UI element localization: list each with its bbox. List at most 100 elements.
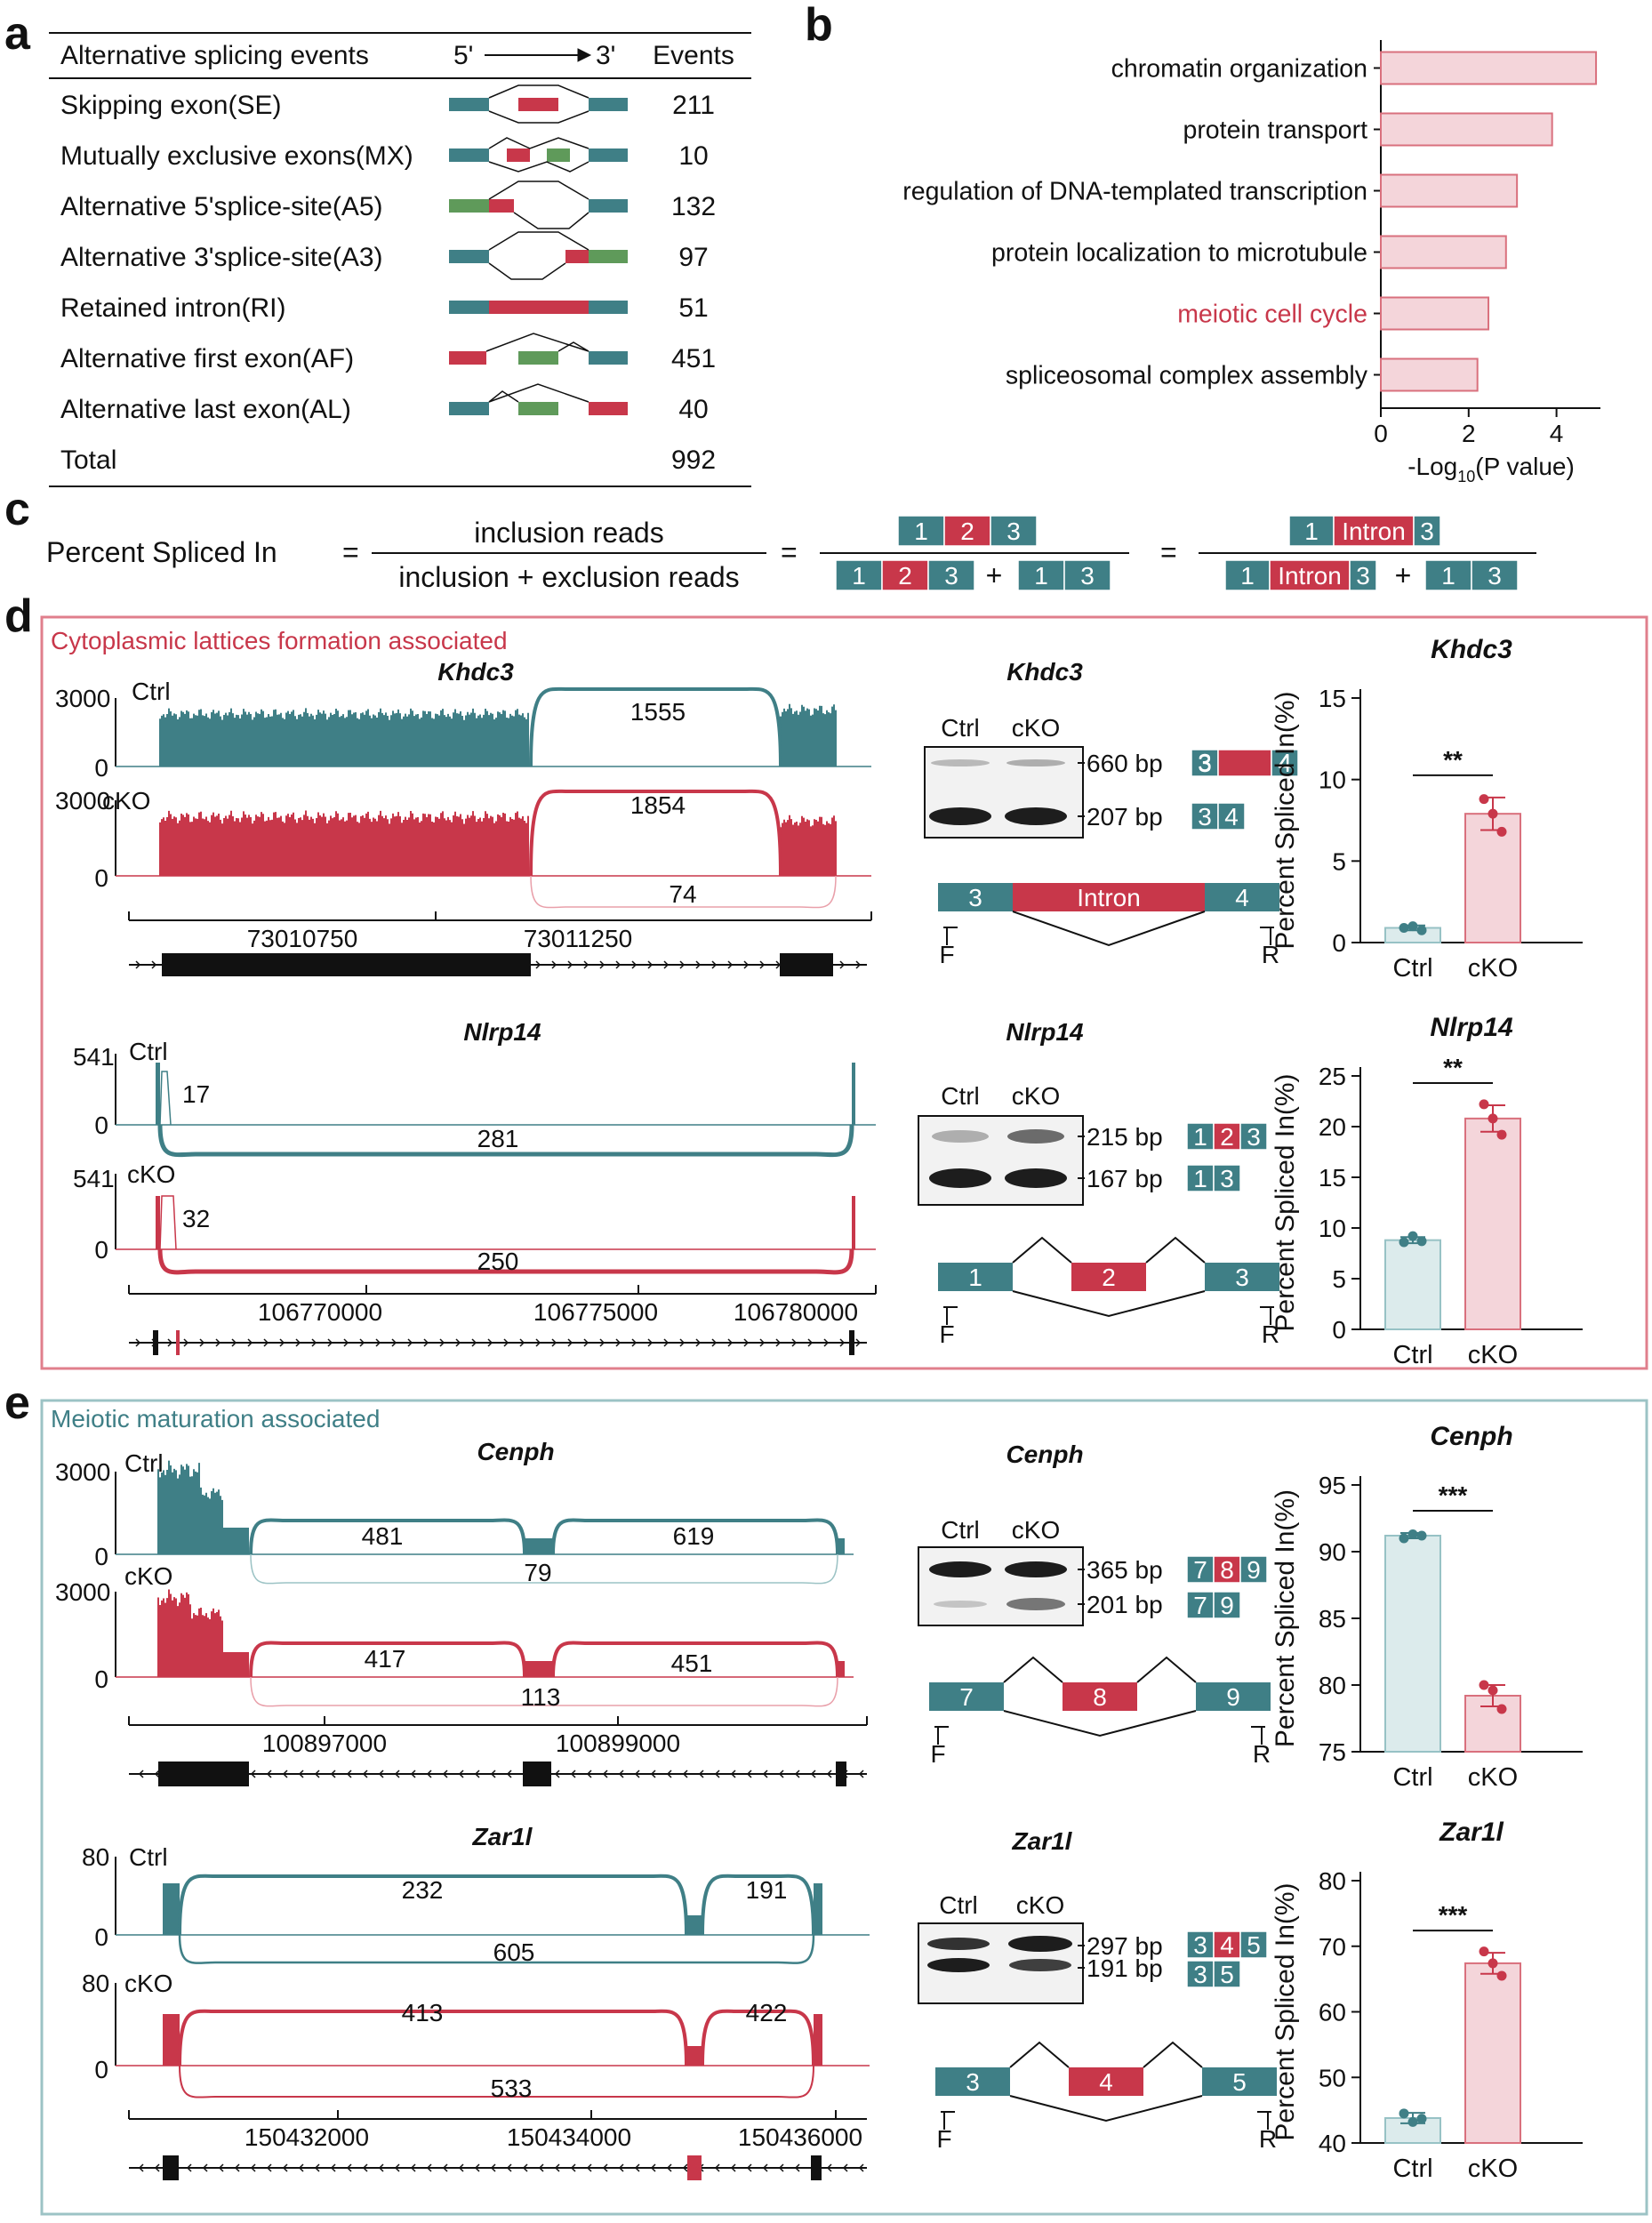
c-num3-2 — [1413, 515, 1441, 547]
band-exon-label: 4 — [1220, 1931, 1234, 1959]
gel-lane: cKO — [1012, 1082, 1060, 1110]
ctrl-coverage — [163, 1883, 180, 1935]
cko-junction-count: 113 — [521, 1683, 561, 1711]
gene-model-arrow — [154, 1770, 160, 1778]
panel-d-title: Cytoplasmic lattices formation associate… — [51, 627, 508, 654]
cko-junction-count: 32 — [182, 1205, 210, 1232]
band-exon-label: 3 — [1220, 1165, 1234, 1192]
gene-model-arrow — [631, 960, 638, 969]
gene-model-arrow — [666, 2163, 672, 2172]
band-exon-label: 4 — [1224, 803, 1239, 831]
ctrl-junction-2 — [701, 1874, 815, 1936]
gel-band — [929, 1561, 991, 1577]
band-exon-label: 3 — [1247, 1123, 1261, 1151]
gene-model-arrow — [618, 2163, 624, 2172]
gel-size-label: 660 bp — [1087, 750, 1163, 777]
ctrl-junction-skip — [178, 1934, 815, 1964]
gene-model-arrow — [855, 960, 862, 969]
ctrl-coverage-block — [525, 1538, 553, 1554]
psi-y-tick-label: 5 — [1332, 1265, 1346, 1293]
psi-point — [1399, 2108, 1409, 2119]
gene-model-arrow — [663, 1338, 670, 1347]
gene-model-arrow — [202, 2163, 208, 2172]
primer-exon — [1202, 2067, 1277, 2096]
exon-const — [589, 351, 628, 365]
cko-coverage — [814, 2014, 822, 2066]
primer-splice-top — [1003, 1656, 1063, 1683]
gene-model-arrow — [586, 2163, 592, 2172]
c-den2a-0 — [835, 559, 883, 591]
primer-R-label: R — [1259, 2125, 1277, 2153]
gene-model-arrow — [647, 1338, 654, 1347]
psi-y-tick-label: 40 — [1319, 2130, 1346, 2157]
psi-y-tick-label: 10 — [1319, 1215, 1346, 1242]
gene-model-arrow — [807, 1338, 814, 1347]
coord-label: 150434000 — [507, 2123, 631, 2151]
primer-splice-top — [1009, 2041, 1070, 2068]
psi-y-tick-label: 10 — [1319, 766, 1346, 794]
gene-model-arrow — [810, 1770, 816, 1778]
gene-model-arrow — [282, 1770, 288, 1778]
band-exon-label: 3 — [1198, 803, 1212, 831]
b-bar — [1380, 51, 1598, 85]
gene-model-arrow — [378, 1770, 384, 1778]
psi-y-tick-label: 15 — [1319, 1164, 1346, 1192]
c-num2-1 — [943, 515, 991, 547]
cko-junction-retained — [530, 875, 837, 909]
psi-title: Zar1l — [1439, 1818, 1504, 1847]
gel-band — [1005, 807, 1067, 825]
primer-exon-label: 3 — [968, 884, 982, 911]
gene-model-arrow — [538, 2163, 544, 2172]
gene-model-arrow — [439, 1338, 445, 1347]
gel-gene-name: Cenph — [1006, 1441, 1083, 1468]
event-label: Skipping exon(SE) — [60, 91, 281, 120]
c-den2a-1 — [881, 559, 929, 591]
psi-y-tick-label: 0 — [1332, 1316, 1346, 1344]
gel-size-label: 297 bp — [1087, 1932, 1163, 1960]
cko-junction-count: 417 — [365, 1645, 406, 1673]
ctrl-junction-count: 232 — [402, 1876, 444, 1904]
gene-model-arrow — [599, 1338, 605, 1347]
gene-model-exon — [780, 953, 833, 976]
psi-y-label: Percent Spliced In(%) — [1271, 1489, 1300, 1747]
gene-model-arrow — [343, 1338, 349, 1347]
c-den3a-2 — [1349, 559, 1377, 591]
equals-3: = — [1160, 536, 1177, 568]
gene-model-arrow — [247, 1338, 253, 1347]
gene-model-arrow — [570, 1770, 576, 1778]
splice-top — [488, 84, 589, 99]
psi-x-label: cKO — [1468, 2155, 1518, 2183]
gene-model-arrow — [535, 1338, 541, 1347]
exon-a5 — [449, 199, 489, 213]
equals-1: = — [342, 536, 359, 568]
gene-model-arrow — [135, 1338, 141, 1347]
gene-model-arrow — [279, 1338, 285, 1347]
ctrl-coverage — [157, 1460, 200, 1554]
gene-model-arrow — [295, 1338, 301, 1347]
gene-model-arrow — [487, 1338, 493, 1347]
gene-model-arrow — [650, 1770, 656, 1778]
cko-junction-1 — [249, 1641, 526, 1678]
gel-gene-name: Zar1l — [1012, 1827, 1073, 1855]
panel-e-frame — [40, 1399, 1648, 2216]
cko-coverage — [191, 1608, 223, 1677]
band-exon-label: 9 — [1220, 1592, 1234, 1619]
gene-model-exon — [162, 953, 531, 976]
psi-point — [1488, 1685, 1498, 1696]
gene-model-exon — [163, 2155, 179, 2180]
band-exon-label: 1 — [1193, 1123, 1207, 1151]
b-category-label: meiotic cell cycle — [1177, 301, 1367, 329]
cko-coverage-2 — [780, 815, 837, 876]
primer-exon — [938, 883, 1013, 911]
band-exon — [1239, 1555, 1268, 1584]
psi-bar-cKO — [1464, 1117, 1521, 1330]
gel-band — [929, 807, 991, 825]
psi-y-tick-label: 95 — [1319, 1472, 1346, 1499]
ctrl-coverage-2 — [780, 703, 837, 766]
coord-label: 73011250 — [524, 925, 633, 952]
gene-model-arrow — [743, 1338, 750, 1347]
